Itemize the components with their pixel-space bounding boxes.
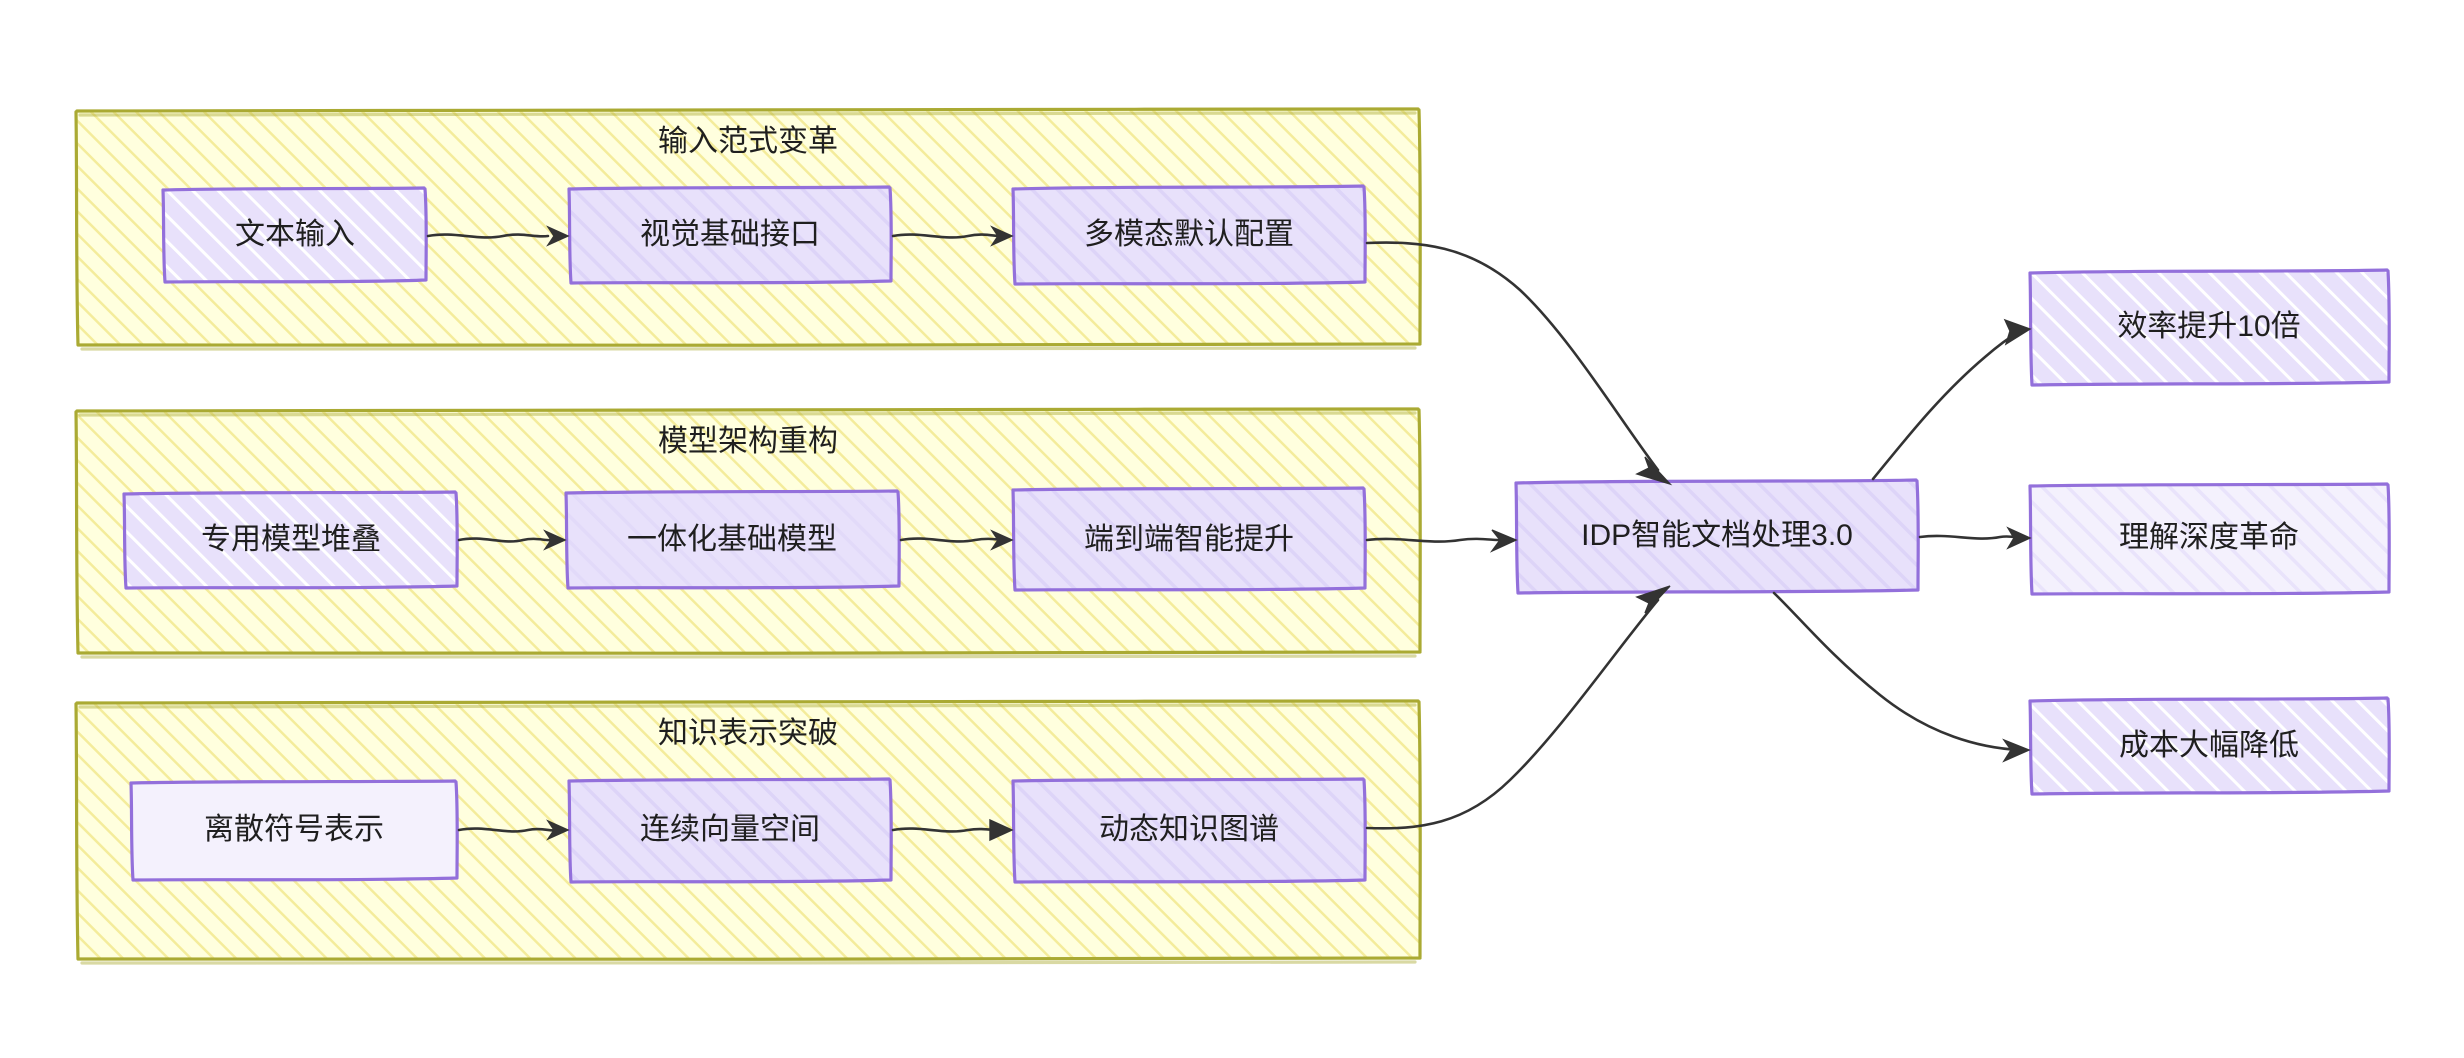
cluster-input-paradigm: 输入范式变革 文本输入 视觉基础接口 多模态默认配置 [74, 107, 1422, 351]
node-cost[interactable]: 成本大幅降低 [2028, 696, 2391, 796]
node-understanding[interactable]: 理解深度革命 [2028, 482, 2391, 596]
edge-discrete-symbol-to-continuous-vector-space [457, 819, 570, 841]
node-visual-api-hatch [569, 186, 891, 283]
cluster-knowledge-representation: 知识表示突破 离散符号表示 连续向量空间 动态知识图谱 [74, 699, 1422, 965]
node-understanding-hatch [2030, 483, 2389, 594]
edge-dynamic-knowledge-graph-to-idp-core [1365, 585, 1671, 830]
edge-continuous-vector-space-to-dynamic-knowledge-graph [891, 818, 1014, 842]
node-text-input-hatch [163, 187, 426, 282]
node-discrete-symbol[interactable]: 离散符号表示 [129, 779, 459, 882]
cluster-input-title: 输入范式变革 [658, 125, 838, 158]
node-dynamic-knowledge-graph-hatch [1013, 778, 1365, 882]
edge-idp-core-to-cost [1772, 591, 2031, 763]
cluster-knowledge-border-sketch [78, 703, 1417, 965]
node-end-to-end-intelligence-hatch [1013, 487, 1365, 590]
cluster-model-title: 模型架构重构 [658, 425, 838, 458]
cluster-knowledge-title: 知识表示突破 [658, 717, 838, 750]
node-multimodal-default-border [1011, 184, 1367, 286]
node-understanding-border [2028, 482, 2391, 596]
node-idp-core[interactable]: IDP智能文档处理3.0 [1514, 478, 1920, 595]
node-idp-core-border [1514, 478, 1920, 595]
edge-text-input-to-visual-api [426, 225, 570, 247]
cluster-model-architecture: 模型架构重构 专用模型堆叠 一体化基础模型 端到端智能提升 [74, 407, 1422, 659]
node-idp-core-hatch [1516, 479, 1918, 593]
node-end-to-end-intelligence-border [1011, 486, 1367, 592]
node-cost-border [2028, 696, 2391, 796]
node-text-input-border [161, 186, 428, 284]
node-discrete-symbol-fill [131, 780, 457, 880]
node-visual-api-border [567, 185, 893, 285]
edge-idp-core-to-efficiency [1871, 318, 2032, 481]
cluster-input-border-sketch [78, 111, 1417, 351]
node-special-model-stack-border [122, 490, 459, 590]
edge-visual-api-to-multimodal-default [891, 225, 1014, 247]
node-efficiency-hatch [2030, 269, 2389, 385]
node-unified-foundation-model-border [564, 489, 901, 590]
node-unified-foundation-model[interactable]: 一体化基础模型 [564, 489, 901, 590]
cluster-knowledge-border [74, 699, 1422, 961]
edge-special-model-stack-to-unified-foundation-model [457, 529, 567, 551]
cluster-model-border-sketch [78, 411, 1417, 659]
node-continuous-vector-space-hatch [569, 778, 891, 882]
edge-end-to-end-intelligence-to-idp-core [1365, 529, 1518, 553]
cluster-input-border [74, 107, 1422, 347]
node-end-to-end-intelligence[interactable]: 端到端智能提升 [1011, 486, 1367, 592]
edge-multimodal-default-to-idp-core [1365, 241, 1673, 486]
node-discrete-symbol-border [129, 779, 459, 882]
node-unified-foundation-model-hatch [566, 490, 899, 588]
node-efficiency[interactable]: 效率提升10倍 [2028, 268, 2391, 387]
node-dynamic-knowledge-graph-border [1011, 777, 1367, 884]
cluster-model-border [74, 407, 1422, 655]
node-multimodal-default-hatch [1013, 185, 1365, 284]
node-multimodal-default[interactable]: 多模态默认配置 [1011, 184, 1367, 286]
node-continuous-vector-space-border [567, 777, 893, 884]
node-efficiency-border [2028, 268, 2391, 387]
node-dynamic-knowledge-graph[interactable]: 动态知识图谱 [1011, 777, 1367, 884]
node-special-model-stack[interactable]: 专用模型堆叠 [122, 490, 459, 590]
node-continuous-vector-space[interactable]: 连续向量空间 [567, 777, 893, 884]
node-cost-hatch [2030, 697, 2389, 794]
edge-idp-core-to-understanding [1918, 526, 2032, 550]
edge-unified-foundation-model-to-end-to-end-intelligence [899, 529, 1014, 551]
node-text-input[interactable]: 文本输入 [161, 186, 428, 284]
node-visual-api[interactable]: 视觉基础接口 [567, 185, 893, 285]
node-special-model-stack-hatch [124, 491, 457, 588]
